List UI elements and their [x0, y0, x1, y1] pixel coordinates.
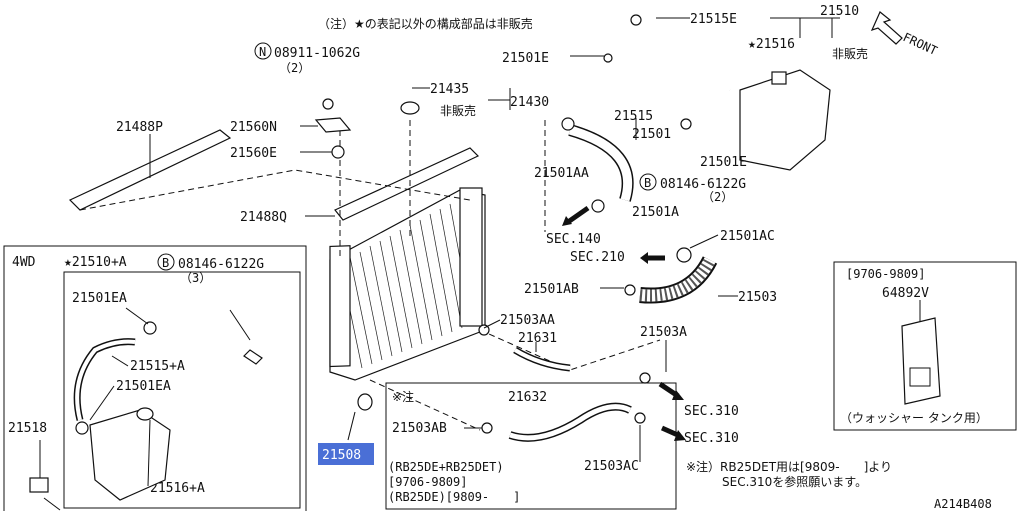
- label-21515e[interactable]: 21515E: [690, 12, 737, 27]
- label-21501a[interactable]: 21501A: [632, 205, 679, 220]
- label-21508[interactable]: 21508: [322, 448, 361, 463]
- label-21631[interactable]: 21631: [518, 331, 557, 346]
- qty-08911: （2）: [279, 61, 310, 75]
- engine-note-box: [385, 382, 677, 510]
- sec-210-link[interactable]: SEC.210: [570, 250, 625, 265]
- not-for-sale-2: 非販売: [440, 103, 476, 118]
- label-21503[interactable]: 21503: [738, 290, 777, 305]
- circle-n-icon: N: [254, 42, 272, 60]
- left-4wd-box: 4WD ★21510+A B 08146-6122G （3） 21501EA 2…: [3, 245, 307, 511]
- svg-text:B: B: [644, 176, 651, 190]
- circle-b-icon: B: [157, 253, 175, 271]
- reservoir-tank: [739, 69, 831, 171]
- label-21501e-a[interactable]: 21501E: [502, 51, 549, 66]
- label-21518[interactable]: 21518: [8, 421, 47, 436]
- label-21503aa[interactable]: 21503AA: [500, 313, 555, 328]
- label-21510a[interactable]: ★21510+A: [64, 255, 127, 270]
- label-08146-6122g[interactable]: 08146-6122G: [660, 177, 746, 192]
- figure-code: A214B408: [934, 497, 992, 511]
- washer-date-range: [9706-9809]: [846, 267, 925, 281]
- front-arrow-icon: FRONT: [870, 11, 940, 58]
- note-mark: ※注: [392, 389, 414, 404]
- svg-text:N: N: [259, 45, 266, 59]
- label-21501aa[interactable]: 21501AA: [534, 166, 589, 181]
- label-21430[interactable]: 21430: [510, 95, 549, 110]
- seal-21488q: [334, 147, 480, 221]
- label-21501ac[interactable]: 21501AC: [720, 229, 775, 244]
- washer-caption: （ウォッシャー タンク用）: [840, 411, 988, 425]
- top-note: （注）★の表記以外の構成部品は非販売: [318, 16, 533, 31]
- label-21560e[interactable]: 21560E: [230, 146, 277, 161]
- bottom-note-2: SEC.310を参照願います。: [722, 474, 867, 489]
- front-label: FRONT: [901, 30, 940, 58]
- applicability-1: (RB25DE+RB25DET): [388, 460, 504, 474]
- bottom-note-1: ※注）RB25DET用は[9809- ]より: [686, 459, 892, 474]
- sec-140-link[interactable]: SEC.140: [546, 232, 601, 247]
- washer-tank-part: [901, 317, 941, 405]
- label-08146-left[interactable]: 08146-6122G: [178, 257, 264, 272]
- highlight-21508[interactable]: [318, 443, 374, 465]
- sec-310-link-a[interactable]: SEC.310: [684, 404, 739, 419]
- washer-tank-box: [9706-9809] 64892V （ウォッシャー タンク用）: [833, 261, 1017, 431]
- label-21488p[interactable]: 21488P: [116, 120, 163, 135]
- label-21515[interactable]: 21515: [614, 109, 653, 124]
- label-21503ab[interactable]: 21503AB: [392, 421, 447, 436]
- qty-08146-left: （3）: [180, 271, 211, 285]
- svg-text:B: B: [162, 256, 169, 270]
- applicability-3: (RB25DE)[9809- ]: [388, 490, 520, 504]
- label-21488q[interactable]: 21488Q: [240, 210, 287, 225]
- label-21515a[interactable]: 21515+A: [130, 359, 185, 374]
- label-21516[interactable]: ★21516: [748, 37, 795, 52]
- label-21501e-b[interactable]: 21501E: [700, 155, 747, 170]
- applicability-2: [9706-9809]: [388, 475, 467, 489]
- label-21516a[interactable]: 21516+A: [150, 481, 205, 496]
- cap-21516: [771, 71, 787, 85]
- radiator: [329, 187, 486, 381]
- label-21560n[interactable]: 21560N: [230, 120, 277, 135]
- drain-21508: [357, 393, 373, 411]
- label-21503a[interactable]: 21503A: [640, 325, 687, 340]
- label-21510[interactable]: 21510: [820, 4, 859, 19]
- label-21501ea-a[interactable]: 21501EA: [72, 291, 127, 306]
- label-21435[interactable]: 21435: [430, 82, 469, 97]
- label-08911-1062g[interactable]: 08911-1062G: [274, 46, 360, 61]
- label-4wd: 4WD: [12, 255, 36, 270]
- label-21632[interactable]: 21632: [508, 390, 547, 405]
- circle-b-icon: B: [639, 173, 657, 191]
- label-21501[interactable]: 21501: [632, 127, 671, 142]
- label-21503ac[interactable]: 21503AC: [584, 459, 639, 474]
- sec-310-link-b[interactable]: SEC.310: [684, 431, 739, 446]
- label-21501ea-b[interactable]: 21501EA: [116, 379, 171, 394]
- not-for-sale-1: 非販売: [832, 46, 868, 61]
- qty-08146-a: （2）: [702, 190, 733, 204]
- label-64892v[interactable]: 64892V: [882, 286, 929, 301]
- bracket-21518: [29, 477, 49, 493]
- label-21501ab[interactable]: 21501AB: [524, 282, 579, 297]
